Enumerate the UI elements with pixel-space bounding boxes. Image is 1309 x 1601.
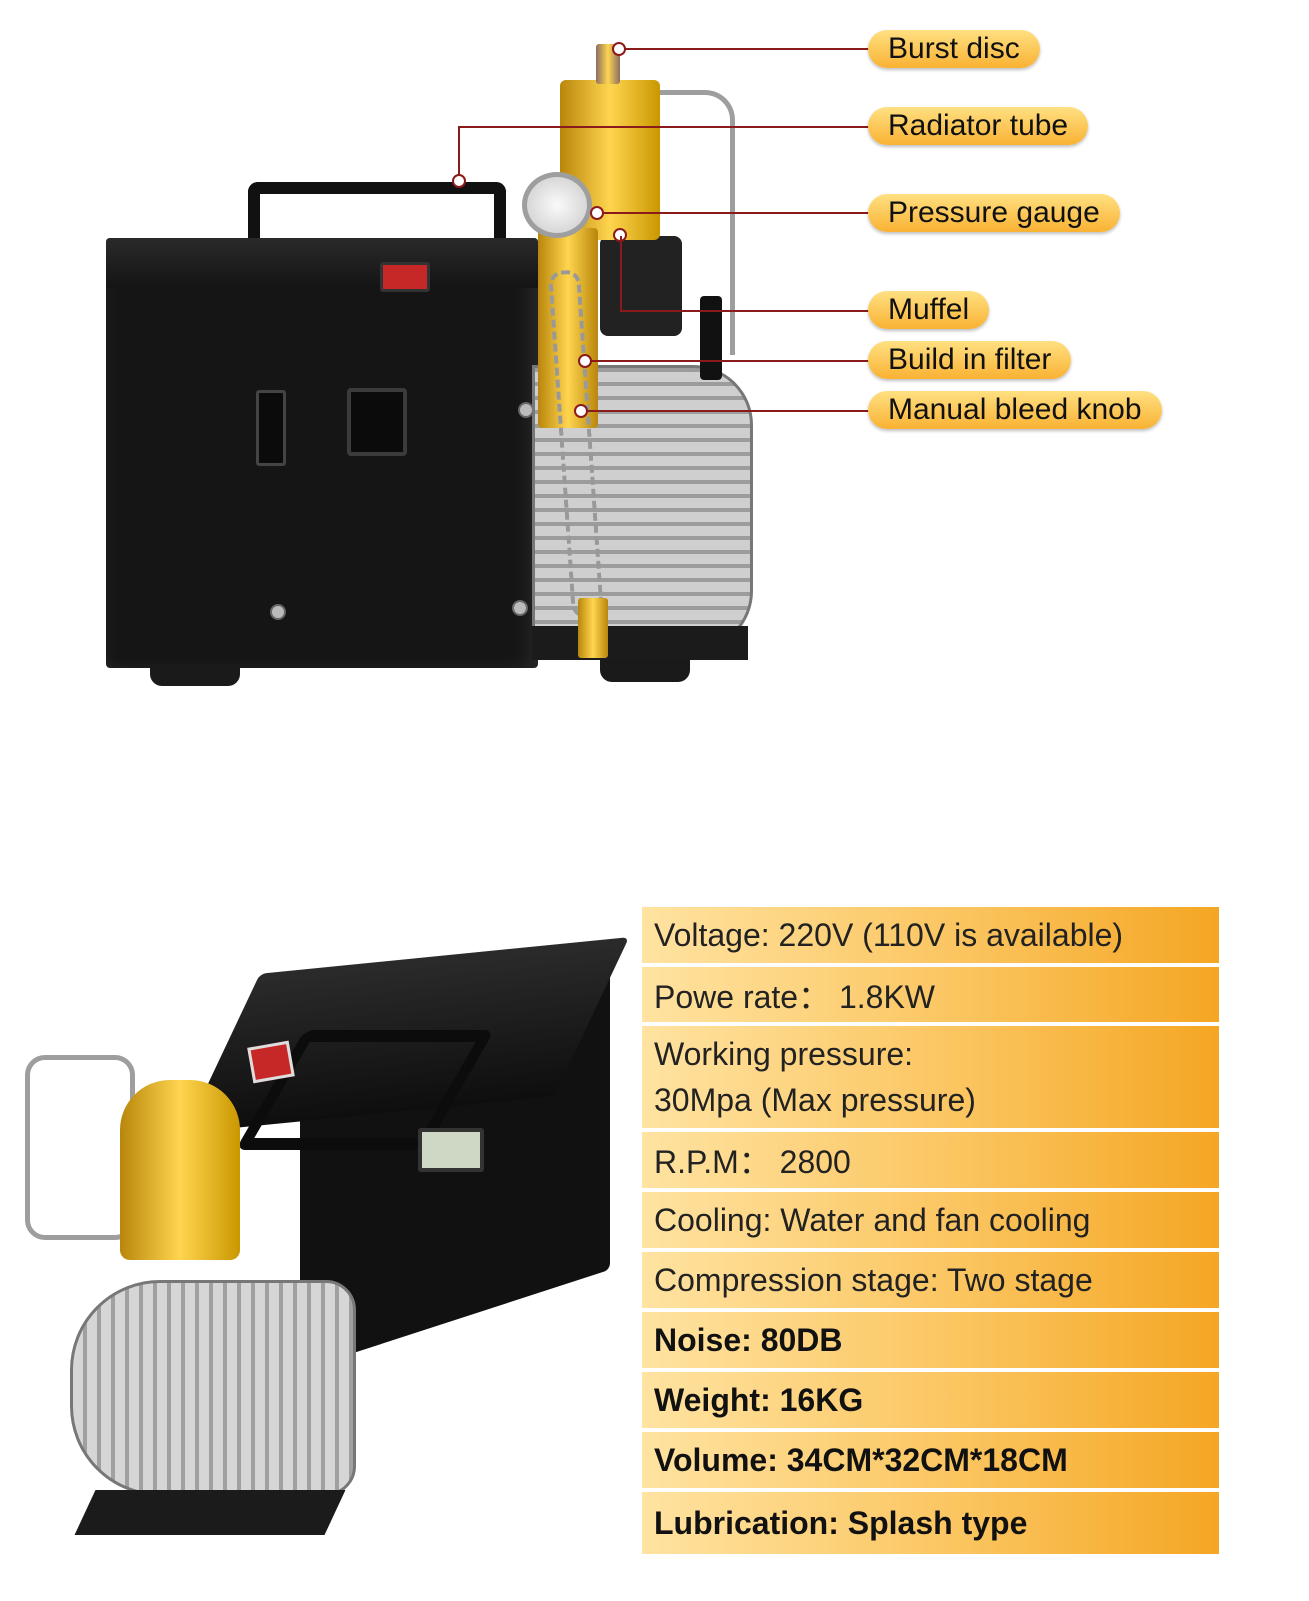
spec-row: Compression stage: Two stage (642, 1252, 1219, 1312)
radiator-tube (620, 90, 735, 355)
foot (150, 664, 240, 686)
spec-working-pressure-label: Working pressure: (654, 1036, 914, 1072)
callout-radiator-tube: Radiator tube (868, 107, 1089, 145)
spec-working-pressure-value: 30Mpa (Max pressure) (654, 1082, 976, 1118)
leader-dot (612, 42, 626, 56)
spec-volume: Volume: 34CM*32CM*18CM (654, 1441, 1068, 1478)
screw (512, 600, 528, 616)
bleed-knob (700, 296, 722, 380)
spec-row: Voltage: 220V (110V is available) (642, 907, 1219, 967)
filter-body (538, 228, 598, 428)
quick-coupler (578, 598, 608, 658)
power-switch (380, 262, 430, 292)
spec-voltage: Voltage: 220V (110V is available) (654, 916, 1124, 953)
spec-row: Noise: 80DB (642, 1312, 1219, 1372)
spec-row: Cooling: Water and fan cooling (642, 1192, 1219, 1252)
leader-line (620, 236, 622, 310)
leader-line (584, 360, 870, 362)
housing-top (106, 238, 538, 288)
leader-dot (452, 174, 466, 188)
leader-line (620, 48, 870, 50)
spec-row: Volume: 34CM*32CM*18CM (642, 1432, 1219, 1492)
spec-table: Voltage: 220V (110V is available) Powe r… (642, 907, 1219, 1554)
spec-row: Working pressure: 30Mpa (Max pressure) (642, 1026, 1219, 1132)
lcd-display (418, 1128, 484, 1172)
radiator-tube (25, 1055, 135, 1240)
leader-line (458, 126, 870, 128)
spec-noise: Noise: 80DB (654, 1321, 843, 1358)
spec-cooling: Cooling: Water and fan cooling (654, 1201, 1091, 1238)
spec-power-rate: Powe rate： 1.8KW (654, 978, 936, 1015)
spec-row: R.P.M： 2800 (642, 1132, 1219, 1192)
spec-lubrication: Lubrication: Splash type (654, 1504, 1028, 1541)
callout-burst-disc: Burst disc (868, 30, 1040, 68)
muffler (600, 236, 682, 336)
fuse-socket (256, 390, 286, 466)
pressure-gauge (522, 172, 592, 238)
callout-build-in-filter: Build in filter (868, 341, 1072, 379)
leader-line (458, 126, 460, 180)
spec-weight: Weight: 16KG (654, 1381, 864, 1418)
motor (70, 1280, 356, 1496)
callout-muffel: Muffel (868, 291, 990, 329)
spec-row: Weight: 16KG (642, 1372, 1219, 1432)
base-plate (74, 1490, 346, 1535)
callout-manual-bleed-knob: Manual bleed knob (868, 391, 1162, 429)
leader-line (582, 410, 870, 412)
screw (270, 604, 286, 620)
base-plate (532, 626, 748, 660)
leader-dot (574, 404, 588, 418)
leader-dot (590, 206, 604, 220)
spec-rpm: R.P.M： 2800 (654, 1144, 851, 1180)
leader-line (598, 212, 870, 214)
foot (600, 660, 690, 682)
spec-row: Powe rate： 1.8KW (642, 967, 1219, 1026)
cylinder-head (120, 1080, 240, 1260)
compressor-housing (106, 238, 538, 668)
spec-compression-stage: Compression stage: Two stage (654, 1261, 1093, 1298)
leader-line (620, 310, 870, 312)
spec-row: Lubrication: Splash type (642, 1492, 1219, 1554)
callout-pressure-gauge: Pressure gauge (868, 194, 1120, 232)
power-switch (247, 1040, 295, 1084)
leader-dot (578, 354, 592, 368)
power-socket (347, 388, 407, 456)
